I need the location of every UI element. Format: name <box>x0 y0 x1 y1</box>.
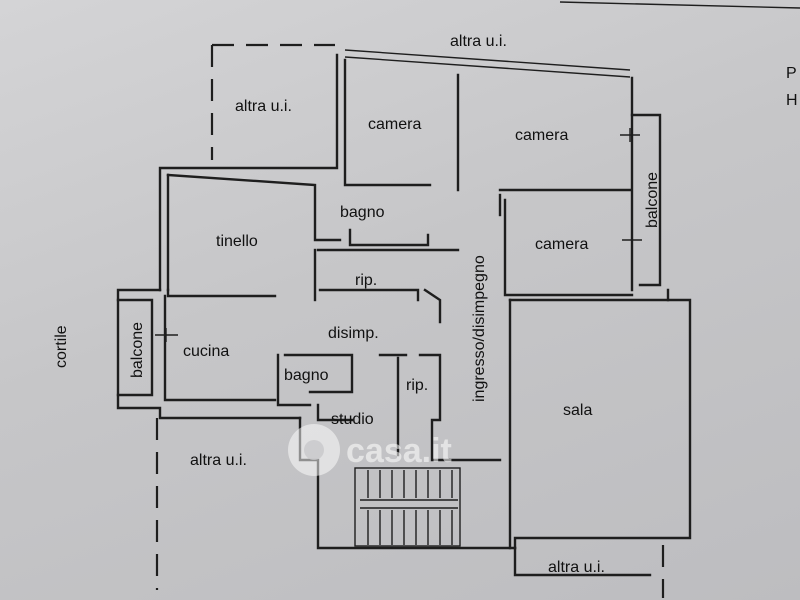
label-bagno-1: bagno <box>340 204 385 221</box>
label-balcone-left: balcone <box>129 322 146 378</box>
paper-edge <box>559 1 800 9</box>
label-cucina: cucina <box>183 343 229 360</box>
label-rip-1: rip. <box>355 272 377 289</box>
door-marks <box>155 128 642 342</box>
watermark: casa.it <box>288 424 452 476</box>
label-disimp: disimp. <box>328 325 379 342</box>
label-edge-p: P <box>786 65 797 82</box>
label-camera-2: camera <box>515 127 568 144</box>
watermark-text: casa.it <box>346 432 452 470</box>
label-balcone-right: balcone <box>644 172 661 228</box>
label-studio: studio <box>331 411 374 428</box>
label-altra-top: altra u.i. <box>450 33 507 50</box>
label-corridor: ingresso/disimpegno <box>471 255 488 402</box>
wall-top-inner <box>344 56 631 78</box>
label-altra-topleft: altra u.i. <box>235 98 292 115</box>
label-altra-bottom: altra u.i. <box>548 559 605 576</box>
label-camera-3: camera <box>535 236 588 253</box>
label-altra-left: altra u.i. <box>190 452 247 469</box>
label-rip-2: rip. <box>406 377 428 394</box>
wall-top-outer <box>344 49 631 71</box>
interior-walls <box>163 58 670 550</box>
label-bagno-2: bagno <box>284 367 329 384</box>
label-sala: sala <box>563 402 592 419</box>
label-camera-1: camera <box>368 116 421 133</box>
staircase <box>354 467 461 547</box>
label-cortile: cortile <box>53 325 70 368</box>
label-edge-h: H <box>786 92 798 109</box>
label-tinello: tinello <box>216 233 258 250</box>
